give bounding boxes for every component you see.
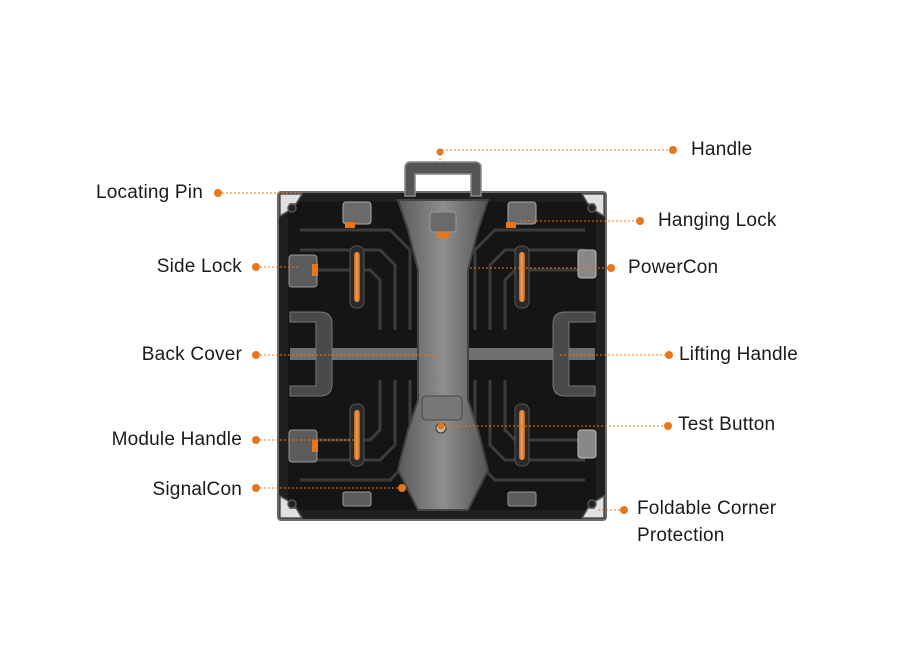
label-powercon: PowerCon bbox=[628, 257, 719, 278]
label-foldable-corner-protection: Foldable Corner Protection bbox=[637, 495, 837, 549]
label-foldable-corner-line2: Protection bbox=[637, 525, 725, 546]
leader-line-handle bbox=[439, 149, 673, 152]
top-handle-shape bbox=[404, 161, 482, 197]
right-side-connector-bottom bbox=[577, 429, 597, 459]
label-lifting-handle: Lifting Handle bbox=[679, 344, 798, 365]
led-cabinet bbox=[277, 161, 607, 521]
label-dots bbox=[214, 146, 677, 514]
label-back-cover: Back Cover bbox=[141, 344, 242, 365]
dot-handle-end bbox=[669, 146, 677, 154]
hanging-lock-right bbox=[507, 201, 537, 225]
powercon-connector bbox=[577, 249, 597, 279]
dot-locating-pin bbox=[214, 189, 222, 197]
dot-side-lock bbox=[252, 263, 260, 271]
module-handle-slots bbox=[349, 245, 530, 467]
label-test-button: Test Button bbox=[678, 414, 776, 435]
dot-test-button-target bbox=[437, 422, 445, 430]
dot-powercon bbox=[607, 264, 615, 272]
left-lifting-handle-shape bbox=[289, 311, 333, 397]
dot-signalcon bbox=[252, 484, 260, 492]
label-handle: Handle bbox=[691, 139, 753, 160]
back-cover-shape bbox=[396, 199, 490, 511]
label-signalcon: SignalCon bbox=[152, 479, 242, 500]
right-lifting-handle-shape bbox=[552, 311, 596, 397]
dot-test-button bbox=[664, 422, 672, 430]
dot-handle-start bbox=[436, 148, 444, 156]
label-locating-pin: Locating Pin bbox=[96, 182, 203, 203]
dot-module-handle bbox=[252, 436, 260, 444]
label-side-lock: Side Lock bbox=[156, 256, 242, 277]
label-foldable-corner-line1: Foldable Corner bbox=[637, 498, 777, 519]
dot-hanging-lock bbox=[636, 217, 644, 225]
dot-lifting-handle bbox=[665, 351, 673, 359]
label-hanging-lock: Hanging Lock bbox=[658, 210, 777, 231]
label-module-handle: Module Handle bbox=[111, 429, 242, 450]
dot-back-cover bbox=[252, 351, 260, 359]
dot-signalcon-target bbox=[398, 484, 406, 492]
corner-protections bbox=[279, 193, 605, 519]
hanging-lock-left bbox=[342, 201, 372, 225]
dot-foldable-corner bbox=[620, 506, 628, 514]
